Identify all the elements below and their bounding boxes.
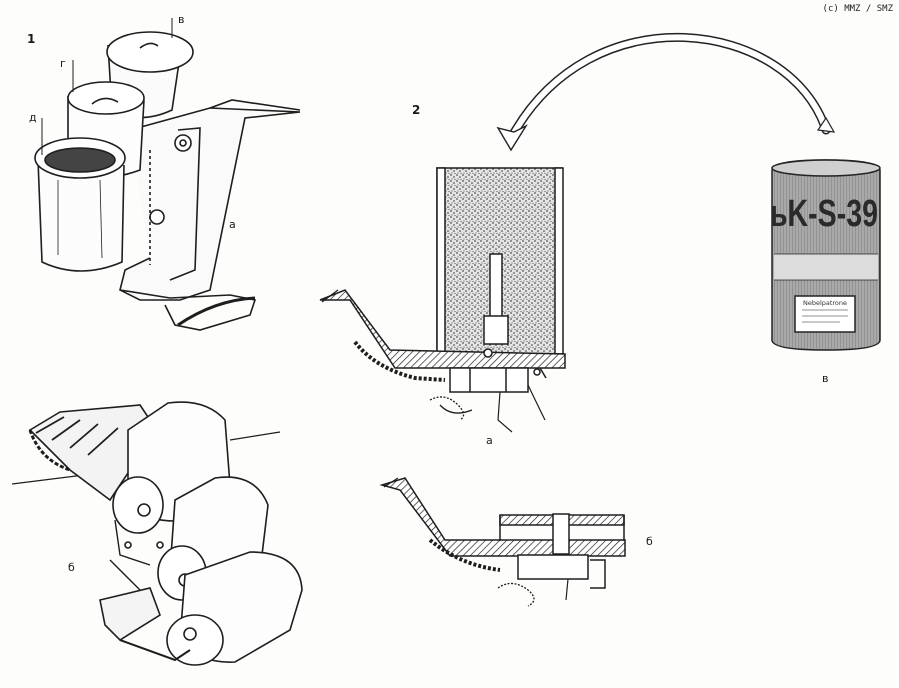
curved-arrow bbox=[505, 32, 831, 145]
canister-marking: ьK-S-39 bbox=[770, 193, 878, 235]
fig2v-smoke-canister bbox=[771, 159, 881, 351]
fig2-number: 2 bbox=[412, 103, 421, 117]
fig2-label-a: а bbox=[486, 434, 493, 447]
fig1-label-b: б bbox=[68, 561, 75, 574]
copyright-notice: (c) MMZ / SMZ bbox=[822, 4, 893, 14]
fig2a-section bbox=[319, 167, 566, 433]
fig1-number: 1 bbox=[27, 32, 36, 46]
fig2b-section bbox=[379, 477, 626, 607]
fig1b-mounted-launchers bbox=[11, 401, 303, 666]
fig1-label-d: д bbox=[29, 111, 37, 124]
curved-arrow-head bbox=[496, 124, 528, 152]
fig2-label-v: в bbox=[822, 372, 829, 385]
canister-label-text: Nebelpatrone bbox=[803, 300, 847, 307]
fig1-label-v: в bbox=[178, 13, 185, 26]
fig1-label-a: а bbox=[229, 218, 236, 231]
fig1-label-g: г bbox=[60, 57, 66, 70]
fig1-launcher-assembly bbox=[34, 18, 301, 331]
fig2-label-b: б bbox=[646, 535, 653, 548]
